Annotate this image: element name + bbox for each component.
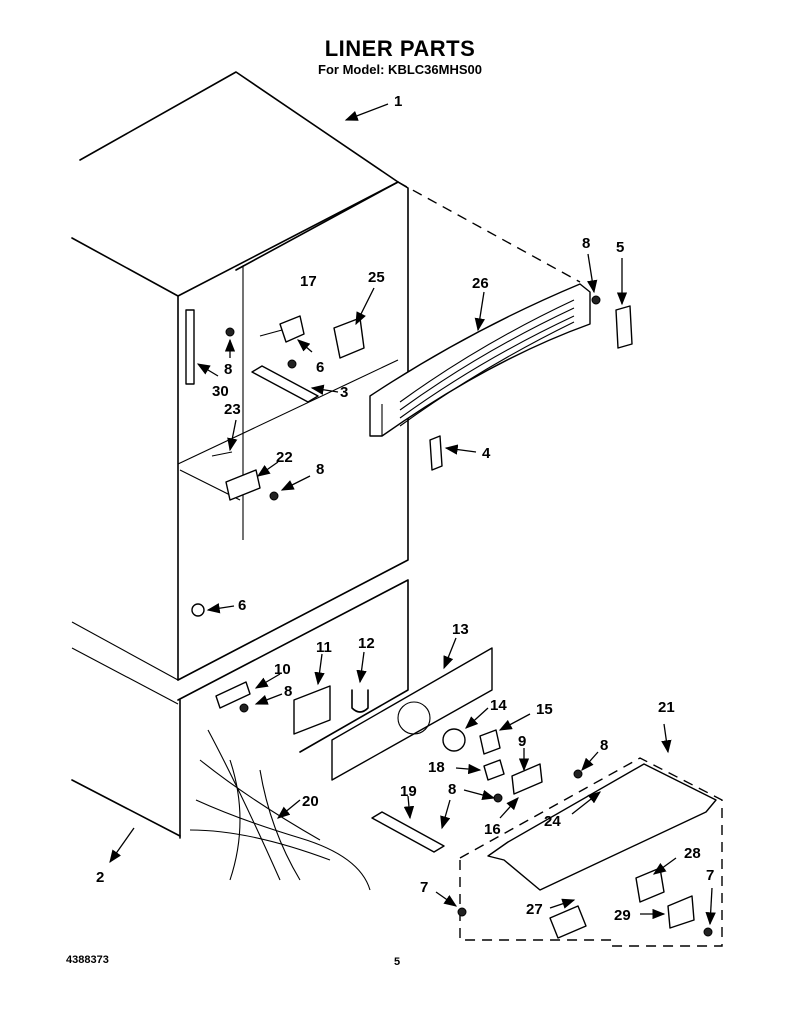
callout-3: 3 bbox=[340, 384, 348, 401]
callout-17: 17 bbox=[300, 273, 317, 290]
callout-11: 11 bbox=[316, 639, 332, 656]
callout-28: 28 bbox=[684, 845, 701, 862]
callout-7-a: 7 bbox=[420, 879, 428, 896]
callout-13: 13 bbox=[452, 621, 469, 638]
small-parts-lower bbox=[189, 647, 583, 891]
grille-part bbox=[369, 283, 591, 437]
callout-7-b: 7 bbox=[706, 867, 714, 884]
drain-tray-assembly bbox=[457, 757, 723, 947]
callout-2: 2 bbox=[96, 869, 104, 886]
small-parts-upper bbox=[185, 295, 633, 617]
callout-9: 9 bbox=[518, 733, 526, 750]
callout-8-f: 8 bbox=[448, 781, 456, 798]
callout-16: 16 bbox=[484, 821, 501, 838]
document-number: 4388373 bbox=[66, 954, 109, 966]
callout-19: 19 bbox=[400, 783, 417, 800]
callout-6-b: 6 bbox=[316, 359, 324, 376]
callout-21: 21 bbox=[658, 699, 675, 716]
callout-22: 22 bbox=[276, 449, 293, 466]
page-number: 5 bbox=[394, 956, 401, 968]
callout-8-b: 8 bbox=[224, 361, 232, 378]
callout-4: 4 bbox=[482, 445, 491, 462]
callout-14: 14 bbox=[490, 697, 507, 714]
callout-25: 25 bbox=[368, 269, 385, 286]
leader-lines bbox=[109, 103, 716, 926]
callout-labels: 1 2 3 4 5 6 6 7 7 8 8 8 8 8 8 9 10 11 12… bbox=[96, 93, 714, 924]
callout-8-c: 8 bbox=[316, 461, 324, 478]
callout-5: 5 bbox=[616, 239, 624, 256]
callout-15: 15 bbox=[536, 701, 553, 718]
callout-8-e: 8 bbox=[600, 737, 608, 754]
callout-18: 18 bbox=[428, 759, 445, 776]
model-subtitle: For Model: KBLC36MHS00 bbox=[318, 62, 482, 77]
callout-26: 26 bbox=[472, 275, 489, 292]
callout-23: 23 bbox=[224, 401, 241, 418]
cabinet-liner bbox=[71, 71, 581, 839]
callout-10: 10 bbox=[274, 661, 291, 678]
callout-30: 30 bbox=[212, 383, 229, 400]
callout-20: 20 bbox=[302, 793, 319, 810]
callout-6: 6 bbox=[238, 597, 246, 614]
callout-12: 12 bbox=[358, 635, 375, 652]
callout-8-a: 8 bbox=[582, 235, 590, 252]
callout-8-d: 8 bbox=[284, 683, 292, 700]
callout-24: 24 bbox=[544, 813, 561, 830]
callout-29: 29 bbox=[614, 907, 631, 924]
callout-1: 1 bbox=[394, 93, 402, 110]
page-title: LINER PARTS bbox=[324, 36, 476, 61]
callout-27: 27 bbox=[526, 901, 543, 918]
